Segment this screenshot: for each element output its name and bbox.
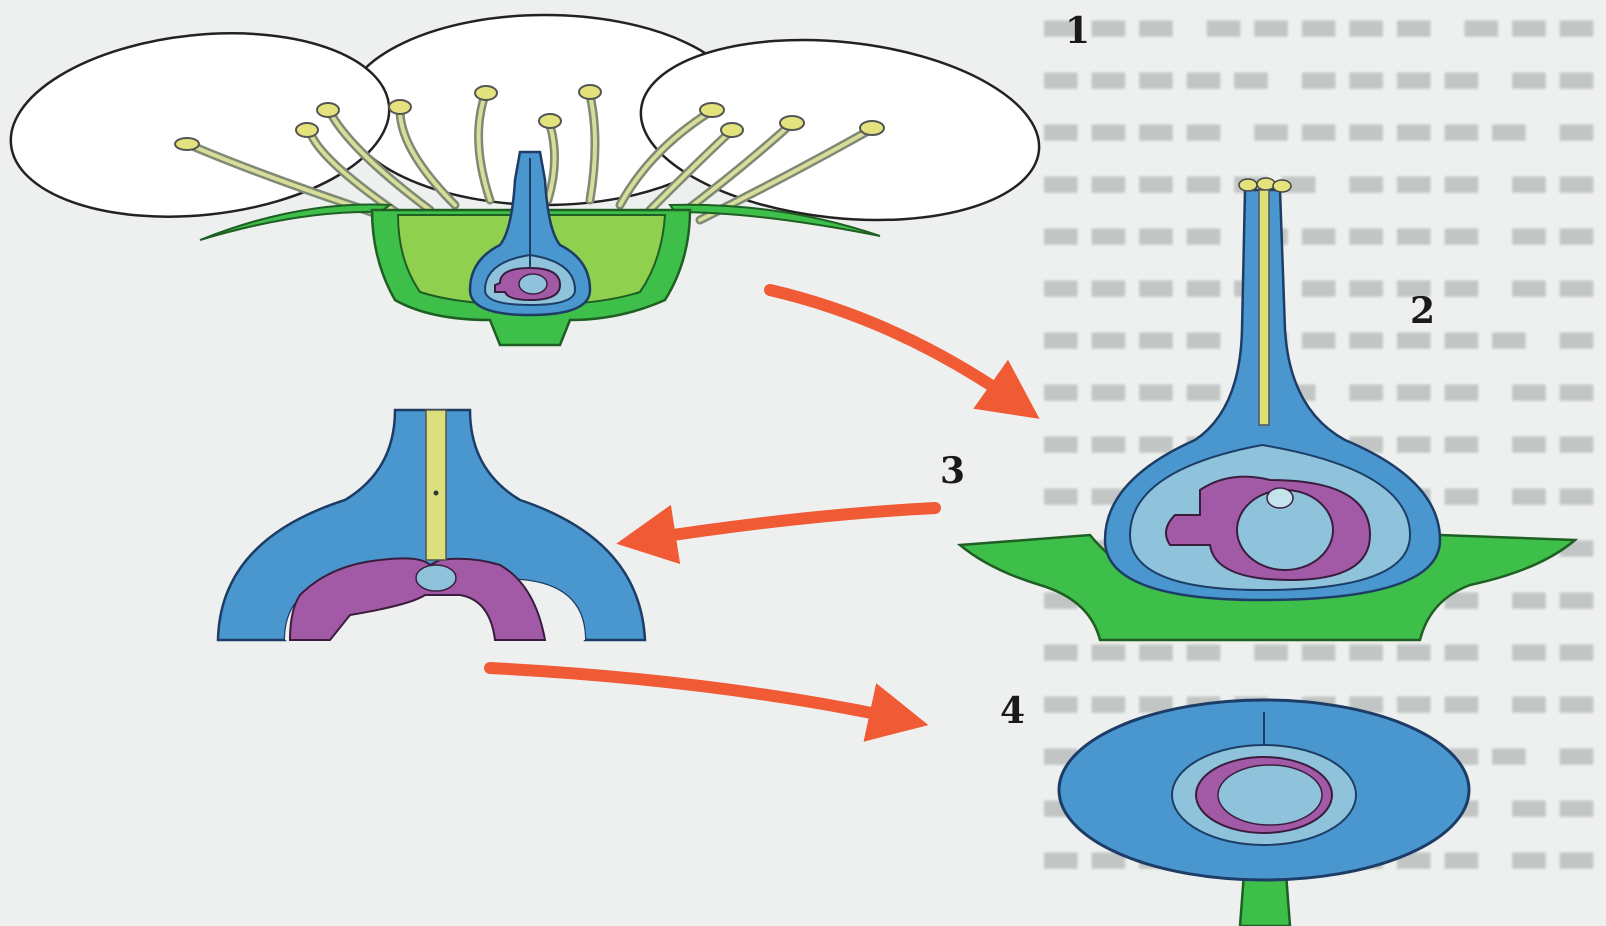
label-stage-4: 4 [1000, 690, 1025, 732]
arrow-1-to-2 [770, 290, 1020, 405]
arrow-2-to-3 [640, 508, 935, 540]
seed-embryo [1218, 765, 1322, 825]
label-stage-2: 2 [1410, 290, 1435, 332]
flower-stage-1 [2, 15, 1048, 345]
embryo-sac [519, 274, 547, 294]
egg-cell-stage-3 [416, 565, 456, 591]
fertilization-stage-3 [218, 410, 645, 640]
pollen-tube-stage-3 [426, 410, 446, 560]
arrow-3-to-4 [490, 668, 905, 720]
arrows [490, 290, 1020, 720]
pistil-stage-2 [960, 178, 1575, 640]
label-stage-3: 3 [940, 450, 965, 492]
pollen-tube [1259, 190, 1269, 425]
seed-stage-4 [1059, 700, 1469, 926]
label-stage-1: 1 [1065, 10, 1090, 52]
